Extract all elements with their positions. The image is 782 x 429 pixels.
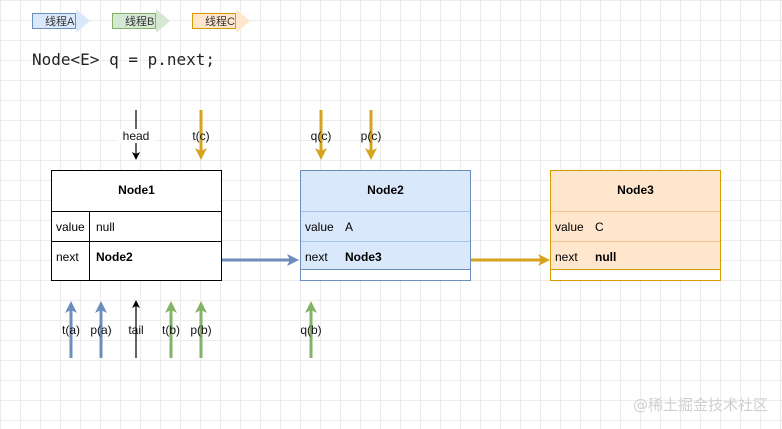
legend-thread-b: 线程B (112, 8, 170, 34)
node2-next: Node3 (345, 250, 382, 264)
legend-thread-a: 线程A (32, 8, 90, 34)
node2-value-key: value (305, 220, 334, 234)
node1-value-row: value null (52, 211, 221, 242)
node3-next-key: next (555, 250, 578, 264)
node3-value: C (595, 220, 604, 234)
label-p-a: p(a) (90, 323, 112, 337)
node1-next-row: next Node2 (52, 241, 221, 272)
code-line: Node<E> q = p.next; (32, 50, 216, 69)
label-t-c: t(c) (192, 129, 210, 143)
watermark: @稀土掘金技术社区 (632, 396, 768, 414)
node3-box: Node3 value C next null (550, 170, 721, 281)
node2-title: Node2 (367, 183, 404, 197)
node2-next-row: next Node3 (301, 241, 470, 272)
label-tail: tail (128, 323, 144, 337)
node2-box: Node2 value A next Node3 (300, 170, 471, 281)
node1-value-key: value (56, 220, 85, 234)
label-head: head (116, 129, 156, 143)
legend-thread-c: 线程C (192, 8, 250, 34)
node1-next: Node2 (96, 250, 133, 264)
node3-value-row: value C (551, 211, 720, 242)
label-q-c: q(c) (310, 129, 332, 143)
legend-thread-c-arrow-icon (236, 9, 250, 33)
node3-title: Node3 (617, 183, 654, 197)
label-p-b: p(b) (190, 323, 212, 337)
node3-footer (551, 269, 720, 280)
node1-divider (89, 211, 90, 280)
label-q-b: q(b) (300, 323, 322, 337)
node3-value-key: value (555, 220, 584, 234)
node3-next: null (595, 250, 617, 264)
legend-thread-a-label: 线程A (32, 13, 76, 29)
node2-value: A (345, 220, 354, 234)
node1-value: null (96, 220, 115, 234)
node2-value-row: value A (301, 211, 470, 242)
legend-thread-c-label: 线程C (192, 13, 236, 29)
label-t-b: t(b) (162, 323, 180, 337)
node1-box: Node1 value null next Node2 (51, 170, 222, 281)
node1-next-key: next (56, 250, 79, 264)
node2-next-key: next (305, 250, 328, 264)
legend-thread-b-arrow-icon (156, 9, 170, 33)
label-t-a: t(a) (62, 323, 80, 337)
legend-thread-a-arrow-icon (76, 9, 90, 33)
node1-title: Node1 (118, 183, 155, 197)
node3-next-row: next null (551, 241, 720, 272)
legend-thread-b-label: 线程B (112, 13, 156, 29)
label-p-c: p(c) (360, 129, 382, 143)
node2-footer (301, 269, 470, 280)
